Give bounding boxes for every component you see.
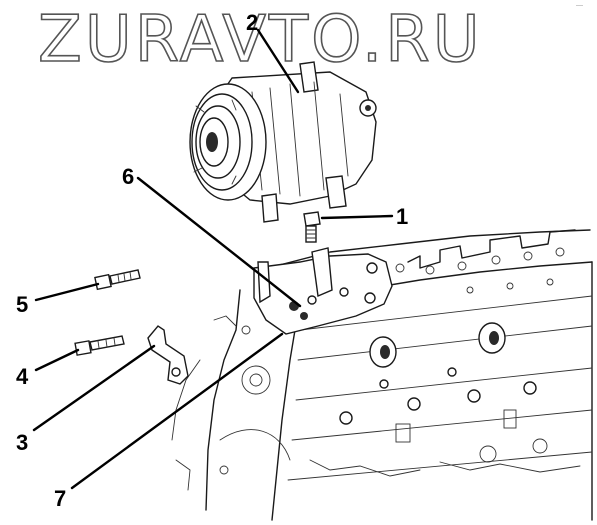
ac-compressor: [189, 61, 377, 223]
watermark-logo: ZURAVTO.RU: [37, 3, 483, 77]
callout-labels: 1 2 3 4 5 6 7: [16, 10, 408, 511]
callout-1: 1: [396, 204, 408, 229]
leader-lines: [32, 28, 394, 490]
callout-2: 2: [246, 10, 258, 35]
bolt-4: [74, 335, 125, 356]
callout-3: 3: [16, 430, 28, 455]
bolt-1: [303, 211, 321, 243]
small-bracket-3: [147, 325, 189, 385]
corner-mark: —: [576, 2, 583, 9]
bolt-5: [94, 269, 141, 291]
callout-4: 4: [16, 364, 29, 389]
callout-6: 6: [122, 164, 134, 189]
callout-5: 5: [16, 292, 28, 317]
callout-7: 7: [54, 486, 66, 511]
mounting-bracket: [253, 247, 393, 335]
